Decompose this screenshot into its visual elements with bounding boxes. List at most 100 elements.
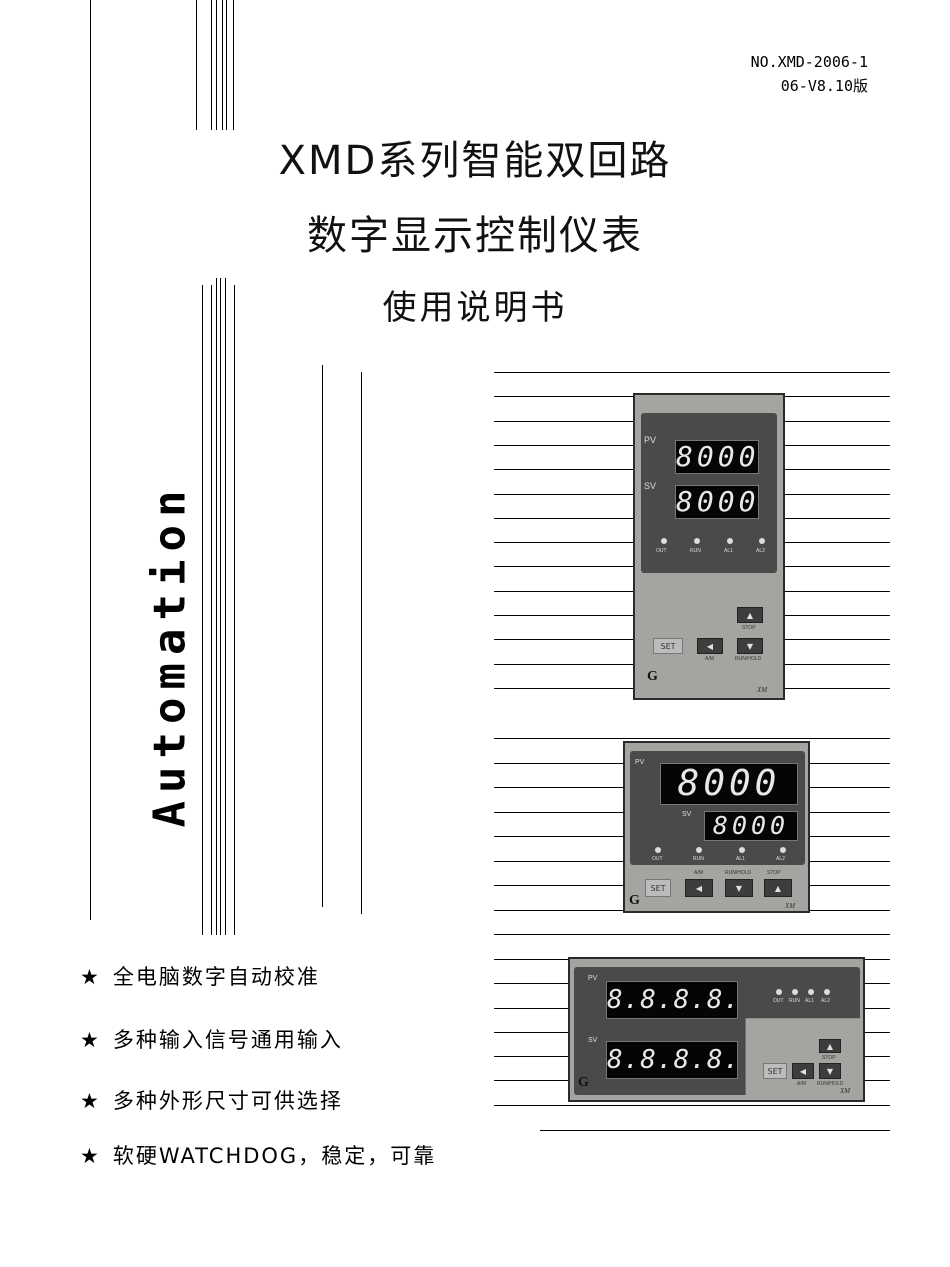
down-arrow-icon: ▼ <box>746 641 754 651</box>
led-out <box>776 989 782 995</box>
am-label: A/M <box>797 1081 806 1087</box>
am-label: A/M <box>705 656 714 662</box>
pv-display: 8000 <box>660 763 798 805</box>
feature-item: ★ 多种输入信号通用输入 <box>80 1024 343 1054</box>
star-icon: ★ <box>80 965 101 989</box>
led-out <box>655 847 661 853</box>
title-line-3: 使用说明书 <box>382 288 568 328</box>
sv-display: 8000 <box>675 485 760 519</box>
star-icon: ★ <box>80 1028 101 1052</box>
led-al2 <box>824 989 830 995</box>
instrument-square: PV 8000 SV 8000 OUT RUN AL1 AL2 A/M RUN/… <box>623 741 810 913</box>
instrument-horizontal: PV 8.8.8.8. SV 8.8.8.8. OUT RUN AL1 AL2 … <box>568 957 865 1102</box>
led-run <box>792 989 798 995</box>
display-panel: PV 8.8.8.8. SV 8.8.8.8. OUT RUN AL1 AL2 <box>574 967 860 1095</box>
sv-label: SV <box>682 811 692 818</box>
feature-text: 多种外形尺寸可供选择 <box>112 1089 343 1113</box>
feature-item: ★ 软硬WATCHDOG，稳定，可靠 <box>80 1140 436 1170</box>
deco-line <box>216 0 217 130</box>
led-label-run: RUN <box>789 998 800 1004</box>
title-line-1: XMD系列智能双回路 <box>278 138 672 184</box>
stop-label: STOP <box>742 625 756 631</box>
deco-line <box>234 285 235 935</box>
led-al1 <box>727 538 733 544</box>
maker-logo: G <box>578 1075 589 1090</box>
led-al1 <box>808 989 814 995</box>
brand-mark: XM <box>785 902 796 910</box>
left-button[interactable]: ◀ <box>685 879 713 897</box>
document-number-block: NO.XMD-2006-1 06-V8.10版 <box>751 50 868 98</box>
deco-line <box>361 372 362 914</box>
feature-text: 软硬WATCHDOG，稳定，可靠 <box>112 1144 437 1168</box>
pv-label: PV <box>644 435 657 445</box>
led-run <box>696 847 702 853</box>
up-button[interactable]: ▲ <box>764 879 792 897</box>
pv-label: PV <box>635 759 645 766</box>
feature-text: 全电脑数字自动校准 <box>112 965 320 989</box>
led-label-al2: AL2 <box>776 856 785 862</box>
led-label-run: RUN <box>690 548 701 554</box>
sv-display: 8000 <box>704 811 798 841</box>
deco-line <box>226 0 227 130</box>
deco-rule <box>494 1105 890 1106</box>
deco-line <box>225 278 226 935</box>
display-panel: PV 8000 SV 8000 OUT RUN AL1 AL2 <box>630 751 805 865</box>
up-arrow-icon: ▲ <box>746 610 754 620</box>
brand-mark: XM <box>757 686 768 694</box>
set-button[interactable]: SET <box>645 879 671 897</box>
deco-rule <box>494 934 890 935</box>
set-button[interactable]: SET <box>653 638 683 654</box>
left-button[interactable]: ◀ <box>697 638 723 654</box>
led-label-run: RUN <box>693 856 704 862</box>
sv-label: SV <box>644 481 657 491</box>
deco-line <box>211 285 212 935</box>
led-label-al2: AL2 <box>821 998 830 1004</box>
left-arrow-icon: ◀ <box>706 641 714 651</box>
led-al1 <box>739 847 745 853</box>
deco-line <box>196 0 197 130</box>
led-al2 <box>780 847 786 853</box>
left-arrow-icon: ◀ <box>695 883 703 893</box>
star-icon: ★ <box>80 1089 101 1113</box>
down-arrow-icon: ▼ <box>735 883 743 893</box>
display-panel: PV 8000 SV 8000 OUT RUN AL1 AL2 <box>641 413 777 573</box>
left-button[interactable]: ◀ <box>792 1063 814 1079</box>
brand-mark: XM <box>840 1087 851 1095</box>
stop-label: STOP <box>767 870 781 876</box>
led-run <box>694 538 700 544</box>
down-arrow-icon: ▼ <box>826 1066 834 1076</box>
deco-rule <box>540 1130 890 1131</box>
up-arrow-icon: ▲ <box>826 1041 834 1051</box>
feature-item: ★ 全电脑数字自动校准 <box>80 961 320 991</box>
up-button[interactable]: ▲ <box>737 607 763 623</box>
down-button[interactable]: ▼ <box>819 1063 841 1079</box>
run-hold-label: RUN/HOLD <box>817 1081 844 1087</box>
deco-line <box>222 0 223 130</box>
side-word: Automation <box>144 482 196 828</box>
down-button[interactable]: ▼ <box>737 638 763 654</box>
led-al2 <box>759 538 765 544</box>
led-label-al2: AL2 <box>756 548 765 554</box>
document-number: NO.XMD-2006-1 <box>750 53 868 71</box>
maker-logo: G <box>629 893 640 908</box>
star-icon: ★ <box>80 1144 101 1168</box>
led-label-al1: AL1 <box>805 998 814 1004</box>
run-hold-label: RUN/HOLD <box>725 870 752 876</box>
led-label-al1: AL1 <box>736 856 745 862</box>
left-arrow-icon: ◀ <box>799 1066 807 1076</box>
led-label-al1: AL1 <box>724 548 733 554</box>
deco-line <box>220 278 221 935</box>
deco-line <box>216 278 217 935</box>
title-line-2: 数字显示控制仪表 <box>307 213 643 259</box>
deco-line <box>90 0 91 920</box>
sv-label: SV <box>588 1037 598 1044</box>
feature-text: 多种输入信号通用输入 <box>112 1028 343 1052</box>
pv-display: 8000 <box>675 440 760 474</box>
document-version: 06-V8.10版 <box>780 77 868 95</box>
deco-line <box>233 0 234 130</box>
down-button[interactable]: ▼ <box>725 879 753 897</box>
up-button[interactable]: ▲ <box>819 1039 841 1053</box>
set-button[interactable]: SET <box>763 1063 787 1079</box>
deco-rule <box>494 738 890 739</box>
led-label-out: OUT <box>773 998 784 1004</box>
